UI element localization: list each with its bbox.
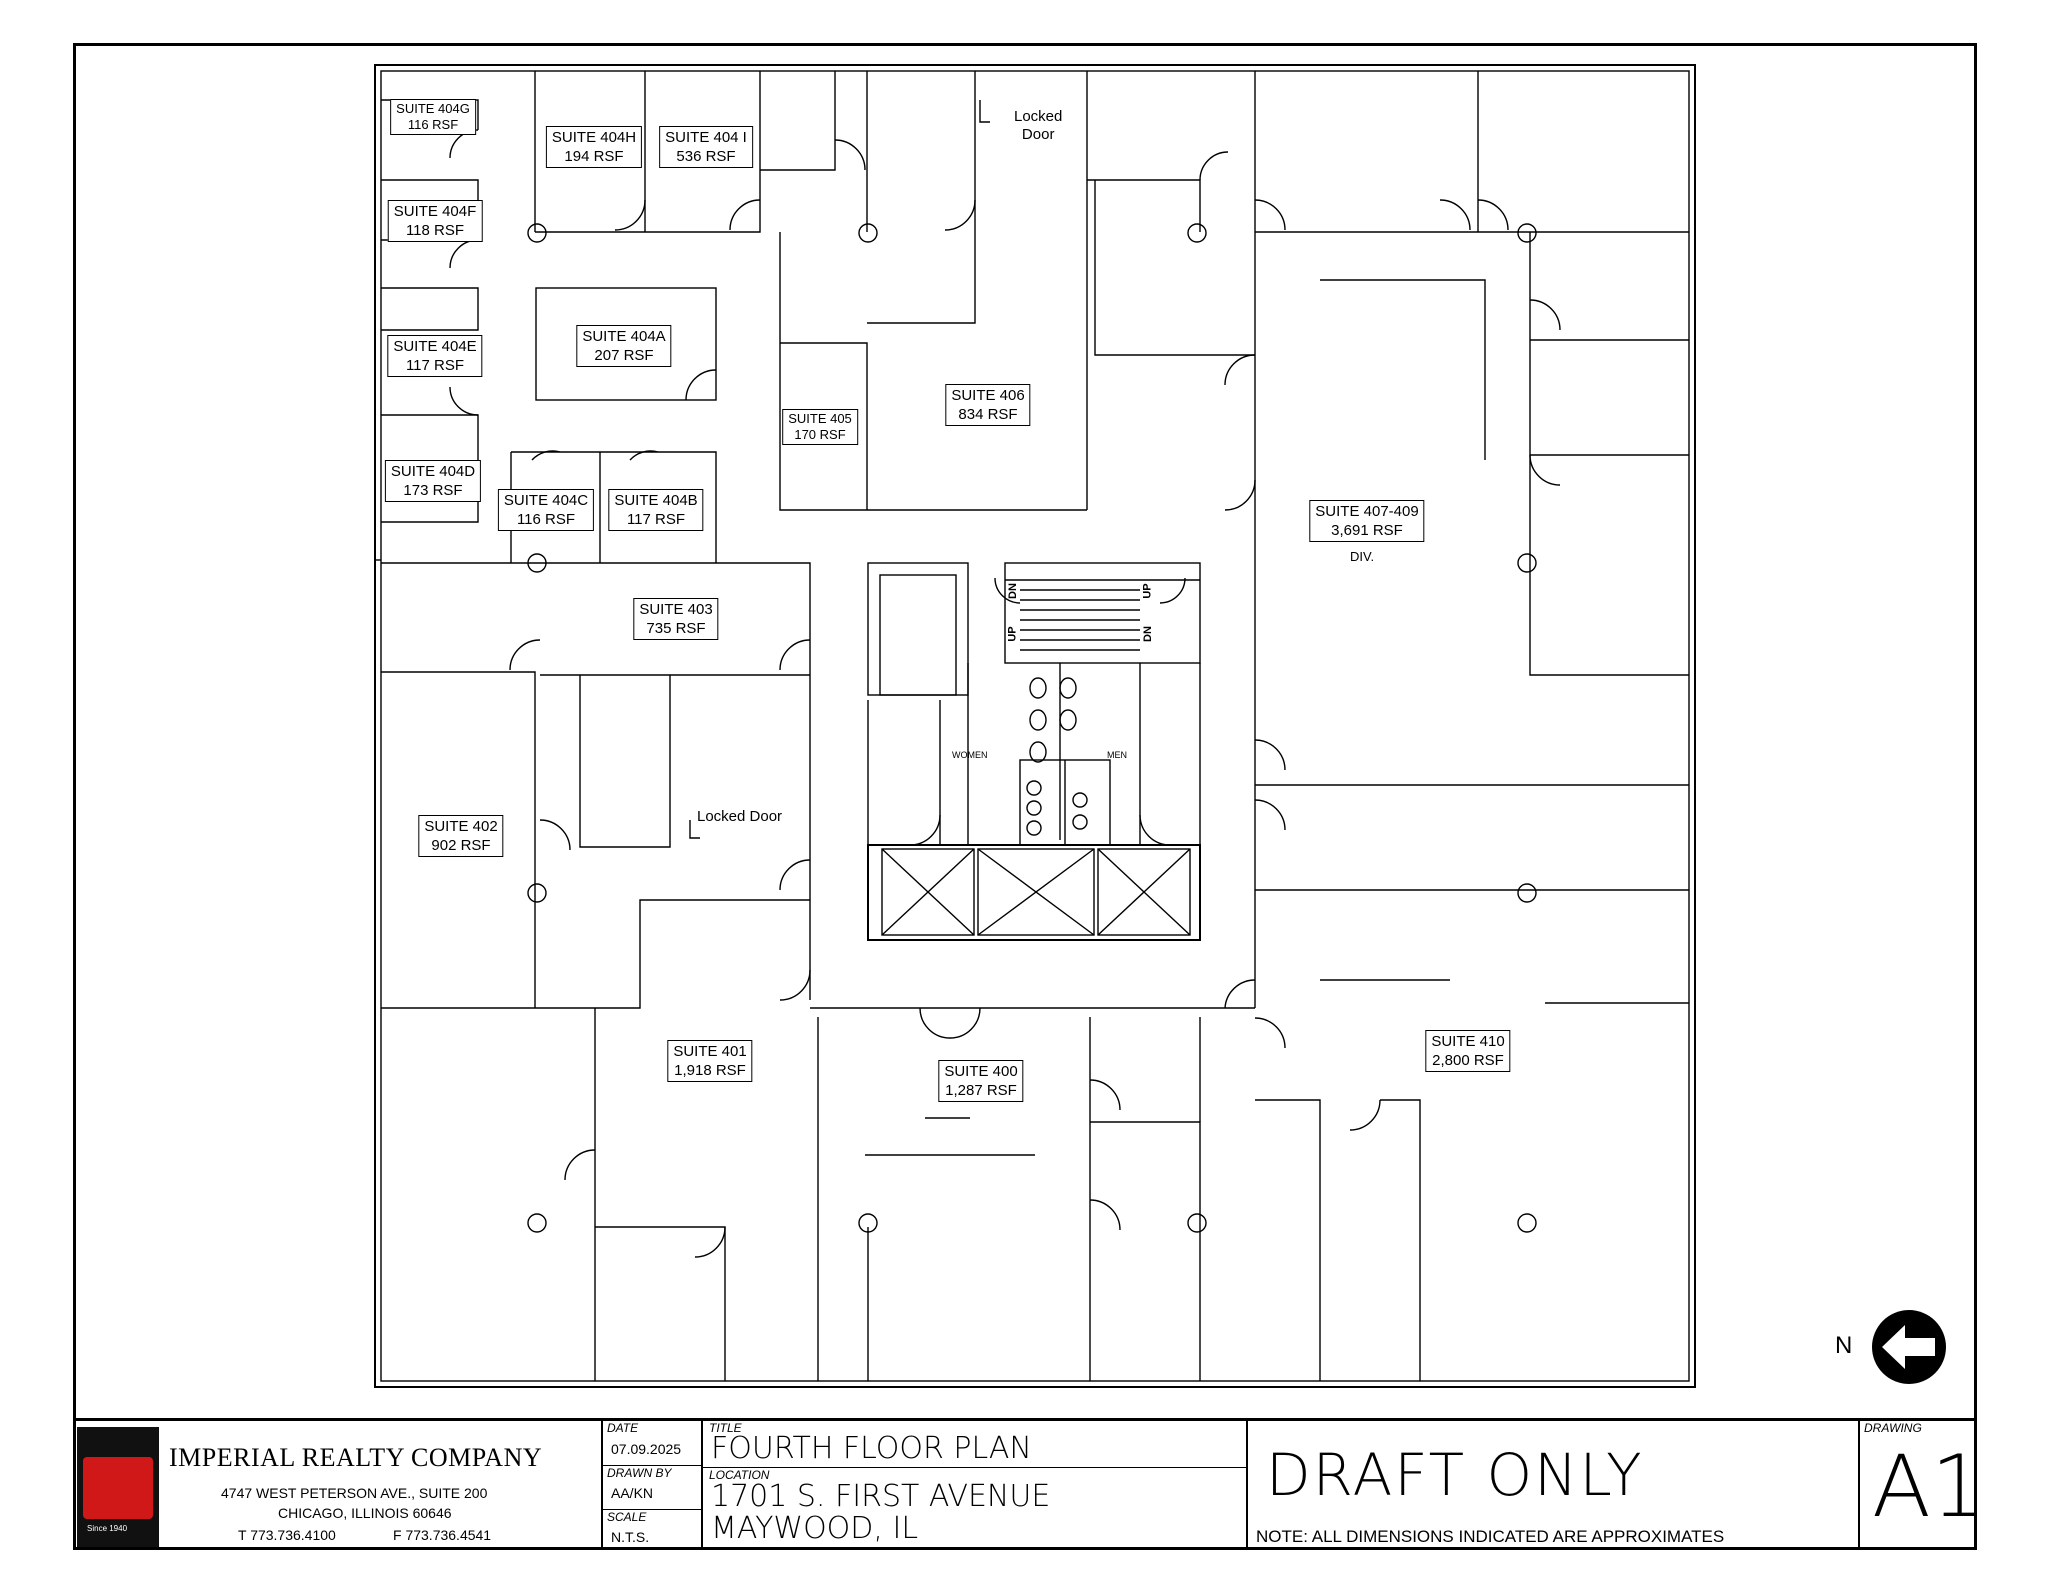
door-swings [449,129,1561,1258]
locked-door-note-1: Locked Door [1014,108,1063,143]
title-block: Since 1940 IMPERIAL REALTY COMPANY 4747 … [73,1418,1986,1550]
title-location-cell: TITLE FOURTH FLOOR PLAN LOCATION 1701 S.… [703,1421,1248,1550]
men-label: MEN [1107,750,1127,760]
drawing-number-cell: DRAWING A1 [1860,1421,1986,1550]
company-fax: F 773.736.4541 [393,1527,492,1543]
stair-label-up-2: UP [1006,626,1019,642]
company-cell: Since 1940 IMPERIAL REALTY COMPANY 4747 … [73,1421,603,1550]
location-label: LOCATION [709,1468,770,1482]
women-label: WOMEN [952,750,988,760]
building-core [867,562,1201,941]
div-note: DIV. [1350,549,1375,564]
company-name: IMPERIAL REALTY COMPANY [169,1443,543,1472]
date-label: DATE [607,1421,639,1435]
inner-wall [380,70,1690,1382]
title-label: TITLE [709,1421,742,1435]
column-markers [527,223,1537,1233]
scale-value: N.T.S. [611,1529,650,1545]
north-arrow-icon [1872,1310,1946,1384]
company-city: CHICAGO, ILLINOIS 60646 [278,1505,452,1521]
interior-walls-right [1087,71,1689,1381]
location-line-2: MAYWOOD, IL [711,1511,919,1546]
drawing-title: FOURTH FLOOR PLAN [711,1431,1032,1466]
logo-text: Since 1940 [87,1524,128,1533]
drawing-number: A1 [1872,1437,1986,1537]
dimensions-note: NOTE: ALL DIMENSIONS INDICATED ARE APPRO… [1256,1527,1725,1546]
outer-wall [374,64,1696,1388]
north-label: N [1835,1332,1853,1359]
date-cell: DATE 07.09.2025 DRAWN BY AA/KN SCALE N.T… [603,1421,703,1550]
draft-only-stamp: DRAFT ONLY [1266,1441,1644,1509]
draft-cell: DRAFT ONLY NOTE: ALL DIMENSIONS INDICATE… [1248,1421,1860,1550]
drawn-by-label: DRAWN BY [607,1466,672,1480]
locked-door-leader-2 [689,820,700,839]
company-logo: Since 1940 [77,1427,159,1547]
stair-label-dn-2: DN [1141,626,1154,642]
drawn-by-value: AA/KN [611,1485,654,1501]
locked-door-leader-1 [979,100,990,123]
stair-label-up-1: UP [1141,583,1154,599]
company-address: 4747 WEST PETERSON AVE., SUITE 200 [221,1485,488,1501]
company-phone: T 773.736.4100 [238,1527,336,1543]
date-value: 07.09.2025 [611,1441,682,1457]
drawing-sheet [73,43,1977,1550]
drawing-label: DRAWING [1864,1421,1922,1435]
location-line-1: 1701 S. FIRST AVENUE [711,1479,1051,1514]
stair-label-dn-1: DN [1006,583,1019,599]
logo-crest-icon [83,1457,153,1519]
scale-label: SCALE [607,1510,647,1524]
interior-walls-left [375,71,1255,1381]
locked-door-note-2: Locked Door [697,808,783,825]
